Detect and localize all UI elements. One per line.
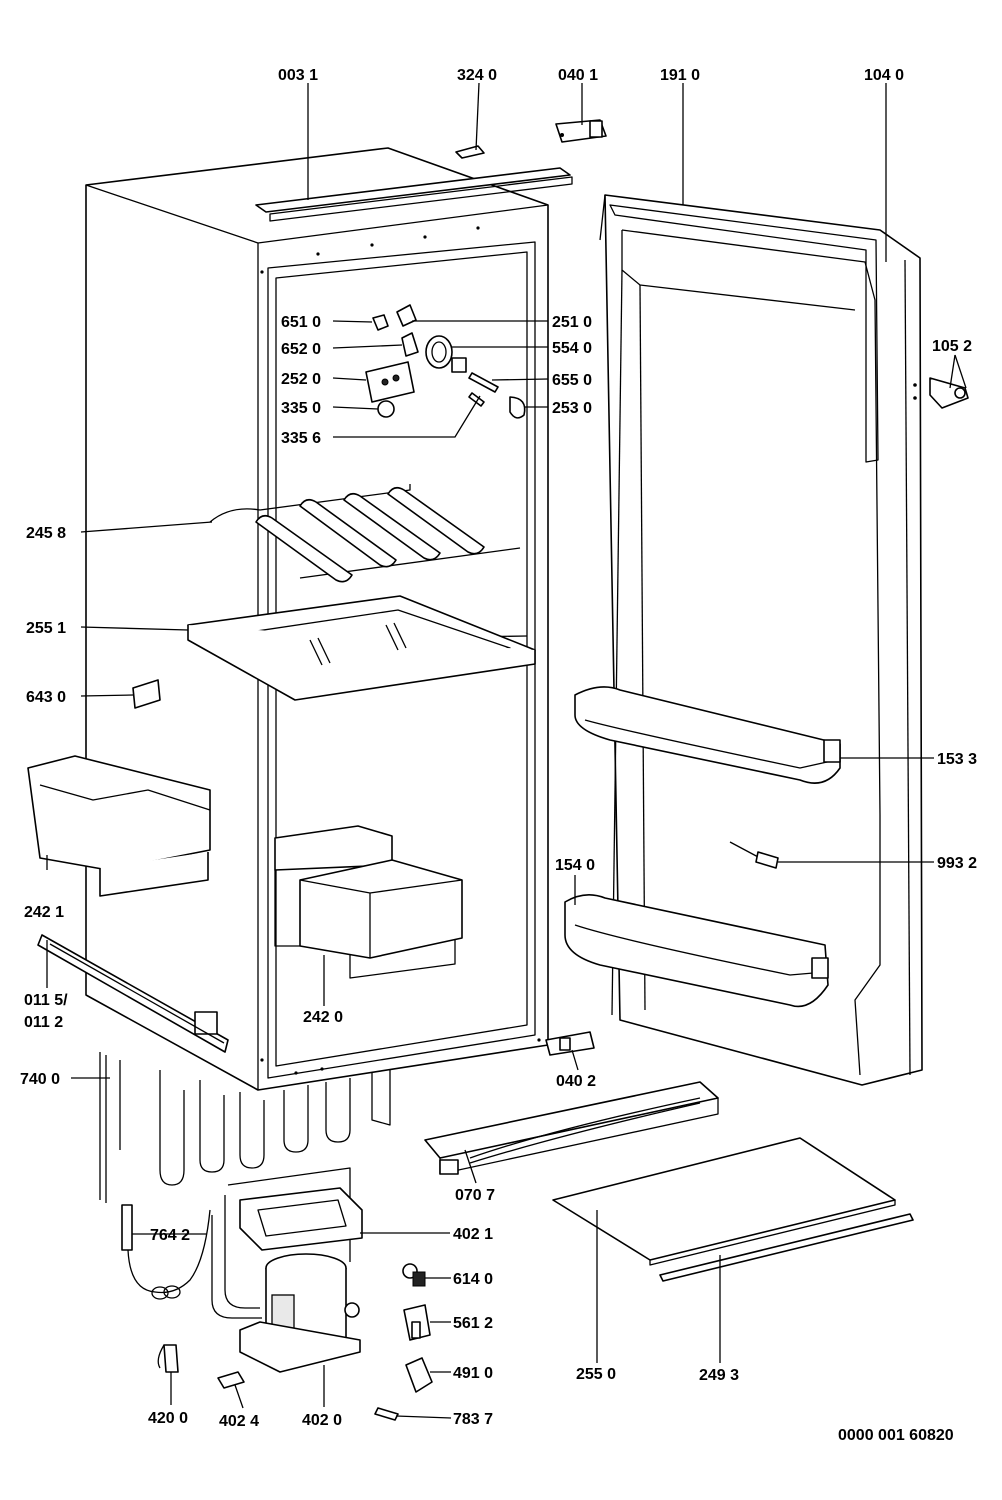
callout-003-1: 003 1 bbox=[278, 67, 318, 84]
callout-011-2: 011 2 bbox=[24, 1014, 63, 1031]
callout-561-2: 561 2 bbox=[453, 1315, 493, 1332]
callout-245-8: 245 8 bbox=[26, 525, 66, 542]
callout-420-0: 420 0 bbox=[148, 1410, 188, 1427]
trim-strip bbox=[659, 1213, 914, 1282]
document-number: 0000 001 60820 bbox=[838, 1427, 954, 1444]
callout-643-0: 643 0 bbox=[26, 689, 66, 706]
callout-040-2: 040 2 bbox=[556, 1073, 596, 1090]
callout-783-7: 783 7 bbox=[453, 1411, 493, 1428]
callout-324-0: 324 0 bbox=[457, 67, 497, 84]
callout-402-4: 402 4 bbox=[219, 1413, 259, 1430]
callout-070-7: 070 7 bbox=[455, 1187, 495, 1204]
callout-614-0: 614 0 bbox=[453, 1271, 493, 1288]
callout-242-0: 242 0 bbox=[303, 1009, 343, 1026]
callout-651-0: 651 0 bbox=[281, 314, 321, 331]
callout-402-1: 402 1 bbox=[453, 1226, 493, 1243]
callout-191-0: 191 0 bbox=[660, 67, 700, 84]
callout-249-3: 249 3 bbox=[699, 1367, 739, 1384]
callout-402-0: 402 0 bbox=[302, 1412, 342, 1429]
callout-764-2: 764 2 bbox=[150, 1227, 190, 1244]
vent-grille bbox=[424, 1081, 719, 1175]
lower-hinge-part bbox=[545, 1031, 595, 1056]
callout-993-2: 993 2 bbox=[937, 855, 977, 872]
door-shelf-lower bbox=[564, 894, 829, 1008]
thermostat-light-assembly bbox=[365, 304, 526, 419]
callout-740-0: 740 0 bbox=[20, 1071, 60, 1088]
evaporator-coil bbox=[209, 484, 521, 583]
glass-plate-bottom bbox=[552, 1137, 896, 1266]
callout-011-5: 011 5/ bbox=[24, 992, 68, 1009]
callout-252-0: 252 0 bbox=[281, 371, 321, 388]
callout-154-0: 154 0 bbox=[555, 857, 595, 874]
top-cover-strip bbox=[255, 167, 573, 222]
callout-104-0: 104 0 bbox=[864, 67, 904, 84]
bottom-rail bbox=[37, 934, 229, 1053]
capillary-drier bbox=[121, 1204, 211, 1300]
callout-255-1: 255 1 bbox=[26, 620, 66, 637]
glass-shelf-upper bbox=[187, 595, 536, 701]
callout-labels: 003 1 324 0 040 1 191 0 104 0 651 0 251 … bbox=[20, 67, 977, 1444]
small-sensor-part bbox=[729, 841, 779, 869]
leader-lines bbox=[46, 82, 967, 1419]
small-parts bbox=[157, 1263, 433, 1421]
door-shelf-upper bbox=[574, 686, 841, 784]
callout-335-0: 335 0 bbox=[281, 400, 321, 417]
callout-554-0: 554 0 bbox=[552, 340, 592, 357]
callout-255-0: 255 0 bbox=[576, 1366, 616, 1383]
callout-655-0: 655 0 bbox=[552, 372, 592, 389]
small-plate-part bbox=[132, 679, 161, 709]
large-box-left bbox=[27, 755, 211, 897]
callout-242-1: 242 1 bbox=[24, 904, 64, 921]
cabinet-screw-dots bbox=[260, 226, 541, 1075]
callout-491-0: 491 0 bbox=[453, 1365, 493, 1382]
callout-335-6: 335 6 bbox=[281, 430, 321, 447]
door-hinge-part bbox=[913, 377, 969, 409]
clip-part bbox=[455, 145, 485, 159]
callout-253-0: 253 0 bbox=[552, 400, 592, 417]
callout-105-2: 105 2 bbox=[932, 338, 972, 355]
upper-hinge-part bbox=[555, 119, 607, 143]
callout-040-1: 040 1 bbox=[558, 67, 598, 84]
callout-251-0: 251 0 bbox=[552, 314, 592, 331]
callout-153-3: 153 3 bbox=[937, 751, 977, 768]
crisper-drawers bbox=[274, 825, 463, 979]
compressor-assembly bbox=[211, 1187, 363, 1373]
callout-652-0: 652 0 bbox=[281, 341, 321, 358]
